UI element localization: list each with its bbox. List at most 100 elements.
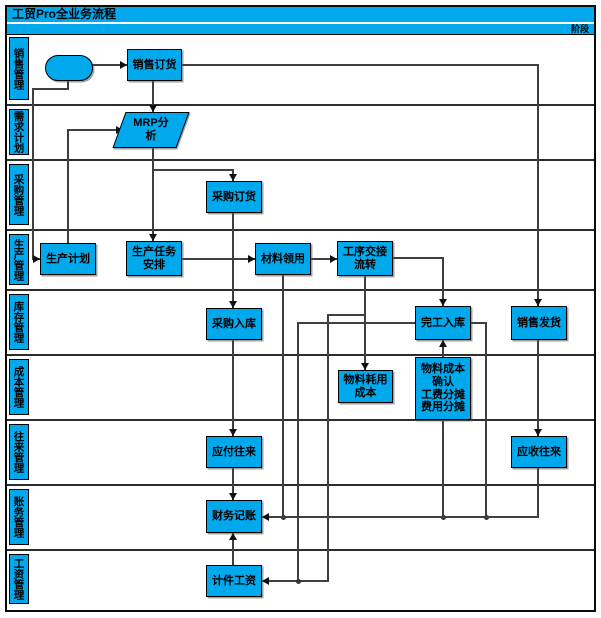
edge-production_task-material_requisition bbox=[181, 258, 256, 260]
node-material-consumption-cost[interactable]: 物料耗用 成本 bbox=[338, 370, 393, 403]
arrowhead-icon bbox=[229, 429, 237, 436]
node-label: 生产任务 安排 bbox=[132, 245, 176, 271]
phase-column-header: 阶段 bbox=[7, 24, 594, 35]
node-label: 销售订货 bbox=[132, 58, 177, 71]
edge-accounts_receivable-financial_bookkeeping bbox=[537, 467, 539, 518]
edge-start-production_plan bbox=[32, 88, 69, 90]
swimlane-0 bbox=[7, 34, 595, 106]
node-shape bbox=[126, 241, 182, 276]
lane-label-4: 库存管理 bbox=[9, 294, 29, 350]
edge-material_requisition-financial_bookkeeping bbox=[282, 274, 284, 518]
arrowhead-icon bbox=[534, 429, 542, 436]
node-sales-order[interactable]: 销售订货 bbox=[127, 49, 182, 81]
lane-label-8: 工资管理 bbox=[9, 554, 29, 604]
node-shape bbox=[45, 55, 93, 81]
node-label: 应付往来 bbox=[212, 445, 256, 458]
swimlane-1 bbox=[7, 106, 595, 161]
page-title: 工贸Pro全业务流程 bbox=[7, 7, 594, 22]
edge-process_handover-piece_rate_wage bbox=[327, 314, 366, 316]
node-sales-delivery[interactable]: 销售发货 bbox=[511, 306, 567, 340]
arrowhead-icon bbox=[120, 61, 127, 69]
node-label: 采购订货 bbox=[212, 190, 256, 203]
edge-production_plan-mrp_analysis bbox=[67, 129, 124, 131]
node-label: 完工入库 bbox=[421, 316, 465, 329]
node-shape bbox=[206, 308, 262, 340]
arrowhead-icon bbox=[262, 513, 269, 521]
node-shape bbox=[127, 49, 182, 81]
arrowhead-icon bbox=[330, 255, 337, 263]
swimlane-6 bbox=[7, 421, 595, 486]
arrowhead-icon bbox=[229, 174, 237, 181]
edge-sales_delivery-accounts_receivable bbox=[537, 339, 539, 437]
node-process-handover[interactable]: 工序交接 流转 bbox=[337, 241, 393, 276]
edge-process_handover-piece_rate_wage bbox=[327, 314, 329, 582]
node-purchase-inbound[interactable]: 采购入库 bbox=[206, 308, 262, 340]
node-cost-confirmation[interactable]: 物料成本 确认 工费分摊 费用分摊 bbox=[415, 357, 471, 420]
lane-label-6: 往来管理 bbox=[9, 424, 29, 480]
edge-cost_confirmation-financial_bookkeeping bbox=[442, 419, 444, 518]
node-completion-inbound[interactable]: 完工入库 bbox=[415, 306, 471, 340]
node-shape bbox=[337, 241, 393, 276]
node-piece-rate-wage[interactable]: 计件工资 bbox=[206, 565, 262, 597]
edge-process_handover-completion_inbound bbox=[392, 257, 444, 259]
lane-label-7: 账务管理 bbox=[9, 489, 29, 545]
edge-sales_order-sales_delivery bbox=[537, 64, 539, 307]
edge-material_requisition-process_handover bbox=[310, 258, 338, 260]
node-label: 物料耗用 成本 bbox=[343, 373, 388, 399]
edge-cost_confirmation-completion_inbound bbox=[442, 339, 444, 358]
edge-completion_inbound-piece_rate_wage bbox=[297, 322, 416, 324]
node-shape bbox=[40, 243, 96, 275]
node-financial-bookkeeping[interactable]: 财务记账 bbox=[206, 500, 262, 533]
arrowhead-icon bbox=[33, 255, 40, 263]
node-shape bbox=[206, 436, 262, 468]
node-shape bbox=[206, 565, 262, 597]
arrowhead-icon bbox=[534, 299, 542, 306]
node-production-plan[interactable]: 生产计划 bbox=[40, 243, 96, 275]
edge-completion_inbound-financial_bookkeeping bbox=[470, 322, 487, 324]
arrowhead-icon bbox=[361, 363, 369, 370]
node-start[interactable] bbox=[45, 55, 93, 81]
edge-purchase_inbound-accounts_payable bbox=[232, 339, 234, 437]
edge-piece_rate_wage-financial_bookkeeping bbox=[232, 532, 234, 566]
edge-completion_inbound-financial_bookkeeping bbox=[485, 322, 487, 518]
node-material-requisition[interactable]: 材料领用 bbox=[255, 243, 311, 275]
node-label: 计件工资 bbox=[212, 574, 256, 587]
arrowhead-icon bbox=[229, 301, 237, 308]
arrowhead-icon bbox=[149, 105, 157, 112]
edge-production_plan-mrp_analysis bbox=[67, 129, 69, 244]
edge-start-production_plan bbox=[67, 80, 69, 90]
node-production-task[interactable]: 生产任务 安排 bbox=[126, 241, 182, 276]
node-purchase-order[interactable]: 采购订货 bbox=[206, 181, 262, 213]
arrowhead-icon bbox=[439, 340, 447, 347]
swimlane-5 bbox=[7, 356, 595, 421]
edge-completion_inbound-piece_rate_wage bbox=[297, 322, 299, 582]
node-shape bbox=[338, 370, 393, 403]
arrowhead-icon bbox=[439, 299, 447, 306]
edge-start-sales_order bbox=[92, 64, 128, 66]
node-label: MRP分 析 bbox=[133, 117, 169, 142]
edge-accounts_receivable-financial_bookkeeping bbox=[261, 516, 539, 518]
node-label: 工序交接 流转 bbox=[343, 245, 387, 271]
swimlane-7 bbox=[7, 486, 595, 551]
arrowhead-icon bbox=[248, 255, 255, 263]
node-shape bbox=[206, 500, 262, 533]
node-shape bbox=[206, 181, 262, 213]
node-accounts-receivable[interactable]: 应收往来 bbox=[511, 436, 567, 468]
junction-dot bbox=[296, 579, 301, 584]
node-mrp-analysis[interactable]: MRP分 析 bbox=[112, 112, 190, 148]
node-label: 销售发货 bbox=[517, 316, 561, 329]
node-label: 生产计划 bbox=[46, 252, 90, 265]
node-label: 物料成本 确认 工费分摊 费用分摊 bbox=[421, 362, 465, 414]
node-label: 材料领用 bbox=[261, 252, 305, 265]
edge-accounts_payable-financial_bookkeeping bbox=[232, 467, 234, 501]
edge-mrp_analysis-purchase_order bbox=[152, 169, 234, 171]
node-accounts-payable[interactable]: 应付往来 bbox=[206, 436, 262, 468]
swimlane-4 bbox=[7, 291, 595, 356]
lane-label-1: 需求计划 bbox=[9, 109, 29, 155]
node-shape bbox=[511, 306, 567, 340]
edge-sales_order-mrp_analysis bbox=[152, 80, 154, 113]
swimlane-2 bbox=[7, 161, 595, 231]
lane-label-2: 采购管理 bbox=[9, 164, 29, 225]
lane-label-3: 生产管理 bbox=[9, 234, 29, 285]
